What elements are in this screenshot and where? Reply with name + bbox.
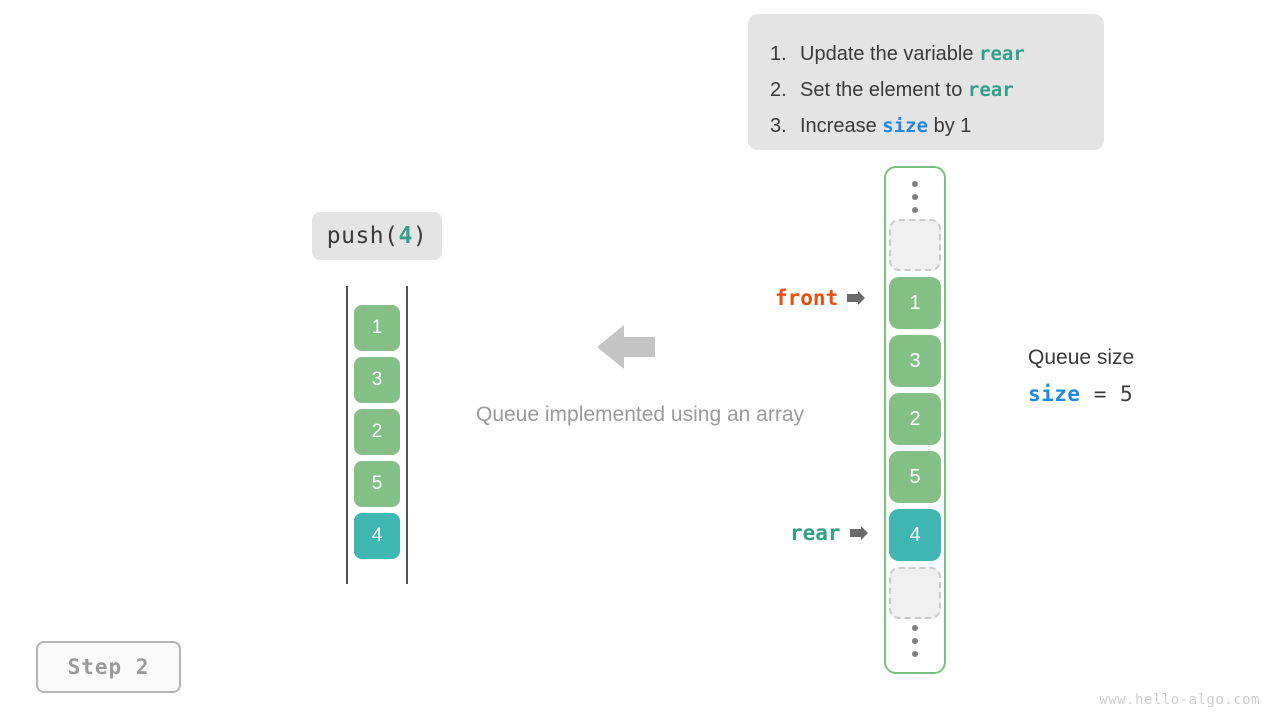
diagram-caption: Queue implemented using an array [475, 403, 805, 426]
array-cell-new: 4 [354, 513, 400, 559]
ellipsis-dots-bottom-icon [912, 625, 918, 657]
queue-cell: 5 [889, 451, 941, 503]
instruction-number: 3. [770, 115, 787, 137]
left-array-cells: 1 3 2 5 4 [354, 305, 400, 559]
watermark: www.hello-algo.com [1099, 692, 1260, 708]
empty-slot-bottom [889, 567, 941, 619]
instruction-item: 2. Set the element to rear [748, 72, 1104, 108]
instruction-panel: 1. Update the variable rear 2. Set the e… [748, 14, 1104, 150]
array-cell: 5 [354, 461, 400, 507]
circular-array-column: 1 3 2 5 4 [884, 166, 946, 674]
operation-suffix: ) [412, 223, 428, 249]
instruction-code-size: size [882, 115, 929, 137]
array-bracket-right [406, 286, 408, 584]
left-arrow-icon [597, 323, 655, 371]
queue-cell: 1 [889, 277, 941, 329]
operation-prefix: push( [326, 223, 399, 249]
array-cell: 2 [354, 409, 400, 455]
pointer-arrow-icon [849, 521, 868, 545]
pointer-front-label: front [775, 286, 839, 310]
array-cell: 1 [354, 305, 400, 351]
instruction-code-rear: rear [967, 79, 1014, 101]
left-array-diagram: 1 3 2 5 4 [346, 286, 408, 584]
ellipsis-dots-top-icon [912, 181, 918, 213]
queue-size-operator: = [1080, 382, 1121, 406]
operation-label: push(4) [312, 212, 442, 260]
queue-size-variable: size [1028, 382, 1081, 406]
instruction-text: Update the variable [800, 43, 980, 65]
pointer-rear-label: rear [790, 521, 841, 545]
instruction-number: 2. [770, 79, 787, 101]
instruction-code-rear: rear [979, 43, 1025, 65]
operation-argument: 4 [398, 223, 413, 249]
pointer-front: front [775, 286, 866, 310]
instruction-item: 3. Increase size by 1 [748, 108, 1104, 144]
queue-size-expression: size = 5 [1028, 382, 1238, 406]
queue-size-title: Queue size [1028, 346, 1135, 369]
empty-slot-top [889, 219, 941, 271]
queue-cell: 3 [889, 335, 941, 387]
queue-cell: 2 [889, 393, 941, 445]
array-cell: 3 [354, 357, 400, 403]
queue-size-block: Queue size size = 5 [1028, 344, 1238, 406]
pointer-rear: rear [790, 521, 868, 545]
instruction-number: 1. [770, 43, 787, 65]
instruction-text: Set the element to [800, 79, 968, 101]
queue-cell-new: 4 [889, 509, 941, 561]
instruction-text-post: by 1 [928, 115, 972, 137]
step-badge: Step 2 [36, 641, 181, 693]
instruction-text: Increase [800, 115, 883, 137]
instruction-item: 1. Update the variable rear [748, 36, 1104, 72]
pointer-arrow-icon [847, 286, 866, 310]
queue-size-value: 5 [1120, 382, 1134, 406]
array-bracket-left [346, 286, 348, 584]
